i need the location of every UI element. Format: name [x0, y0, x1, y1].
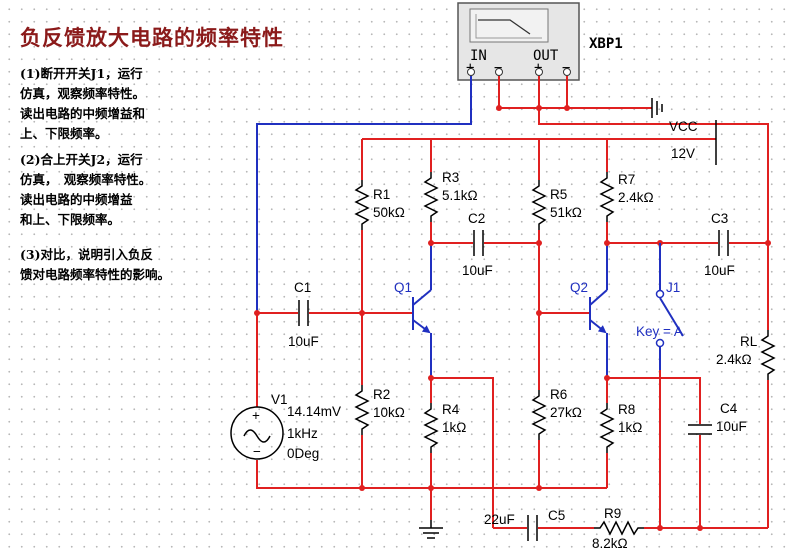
r9-name: R9 — [604, 506, 621, 521]
transistor-q2 — [589, 243, 608, 378]
v1-phase: 0Deg — [287, 446, 319, 461]
instruction-line: (1)断开开关J1，运行 — [20, 66, 143, 81]
bode-out-label: OUT — [533, 48, 559, 64]
bode-out-minus: − — [562, 60, 570, 76]
resistor-r2 — [354, 385, 370, 435]
r9-value: 8.2kΩ — [592, 536, 628, 551]
q2-name: Q2 — [570, 280, 588, 295]
ac-source-v1: + − — [230, 406, 284, 460]
resistor-r6 — [531, 390, 547, 440]
switch-j1[interactable] — [655, 243, 684, 370]
instruction-line: 和上、下限频率。 — [20, 212, 121, 227]
r1-name: R1 — [373, 187, 390, 202]
bode-plotter-name: XBP1 — [589, 36, 623, 52]
c3-name: C3 — [711, 211, 728, 226]
bode-plotter[interactable]: IN OUT + − + − — [457, 2, 580, 81]
c3-value: 10uF — [704, 263, 735, 278]
r6-value: 27kΩ — [550, 405, 582, 420]
r3-value: 5.1kΩ — [442, 188, 478, 203]
r2-name: R2 — [373, 387, 390, 402]
c1-value: 10uF — [288, 334, 319, 349]
v1-frequency: 1kHz — [287, 426, 318, 441]
resistor-r9 — [594, 520, 644, 536]
r4-value: 1kΩ — [442, 420, 466, 435]
c5-name: C5 — [548, 508, 565, 523]
vcc-label: VCC — [669, 119, 698, 134]
r2-value: 10kΩ — [373, 405, 405, 420]
bode-in-plus: + — [466, 60, 474, 76]
r8-value: 1kΩ — [618, 420, 642, 435]
bode-in-minus: − — [494, 60, 502, 76]
resistor-r8 — [599, 403, 615, 453]
v1-amplitude: 14.14mV — [287, 404, 341, 419]
c5-value: 22uF — [484, 512, 515, 527]
resistor-r5 — [531, 180, 547, 230]
instruction-step-2: (2)合上开关J2，运行 仿真， 观察频率特性。 读出电路的中频增益 和上、下限… — [20, 150, 235, 230]
c2-name: C2 — [468, 211, 485, 226]
r4-name: R4 — [442, 402, 460, 417]
c4-name: C4 — [720, 401, 738, 416]
c2-value: 10uF — [462, 263, 493, 278]
r5-value: 51kΩ — [550, 205, 582, 220]
r5-name: R5 — [550, 187, 567, 202]
ground-symbol-bottom — [419, 520, 443, 539]
resistor-r4 — [423, 403, 439, 453]
instruction-step-3: (3)对比，说明引入负反 馈对电路频率特性的影响。 — [20, 245, 235, 285]
svg-text:+: + — [252, 408, 260, 423]
bode-in-label: IN — [470, 48, 487, 64]
instruction-line: 上、下限频率。 — [20, 126, 108, 141]
vcc-value: 12V — [671, 146, 695, 161]
c4-value: 10uF — [716, 419, 747, 434]
r7-name: R7 — [618, 172, 635, 187]
r8-name: R8 — [618, 402, 635, 417]
resistor-r7 — [599, 172, 615, 222]
instruction-line: 馈对电路频率特性的影响。 — [20, 267, 171, 282]
page-title: 负反馈放大电路的频率特性 — [20, 25, 284, 50]
transistor-q1 — [412, 243, 432, 378]
q1-name: Q1 — [394, 280, 412, 295]
rl-value: 2.4kΩ — [716, 352, 752, 367]
v1-name: V1 — [271, 392, 288, 407]
bode-out-plus: + — [534, 60, 542, 76]
instruction-step-1: (1)断开开关J1，运行 仿真，观察频率特性。 读出电路的中频增益和 上、下限频… — [20, 64, 235, 144]
instruction-line: (3)对比，说明引入负反 — [20, 247, 154, 262]
r6-name: R6 — [550, 387, 567, 402]
resistor-r1 — [354, 180, 370, 230]
svg-text:−: − — [253, 444, 261, 459]
j1-key: Key = A — [636, 324, 683, 339]
instruction-line: 读出电路的中频增益和 — [20, 106, 146, 121]
instruction-line: 仿真，观察频率特性。 — [20, 86, 146, 101]
resistor-rl — [760, 330, 776, 380]
ground-symbol-top — [651, 98, 663, 118]
instruction-line: (2)合上开关J2，运行 — [20, 152, 143, 167]
r7-value: 2.4kΩ — [618, 190, 654, 205]
r3-name: R3 — [442, 170, 459, 185]
instruction-line: 仿真， 观察频率特性。 — [20, 172, 152, 187]
r1-value: 50kΩ — [373, 205, 405, 220]
j1-name: J1 — [666, 280, 680, 295]
c1-name: C1 — [294, 280, 311, 295]
resistor-r3 — [423, 172, 439, 222]
instruction-line: 读出电路的中频增益 — [20, 192, 133, 207]
rl-name: RL — [740, 334, 758, 349]
